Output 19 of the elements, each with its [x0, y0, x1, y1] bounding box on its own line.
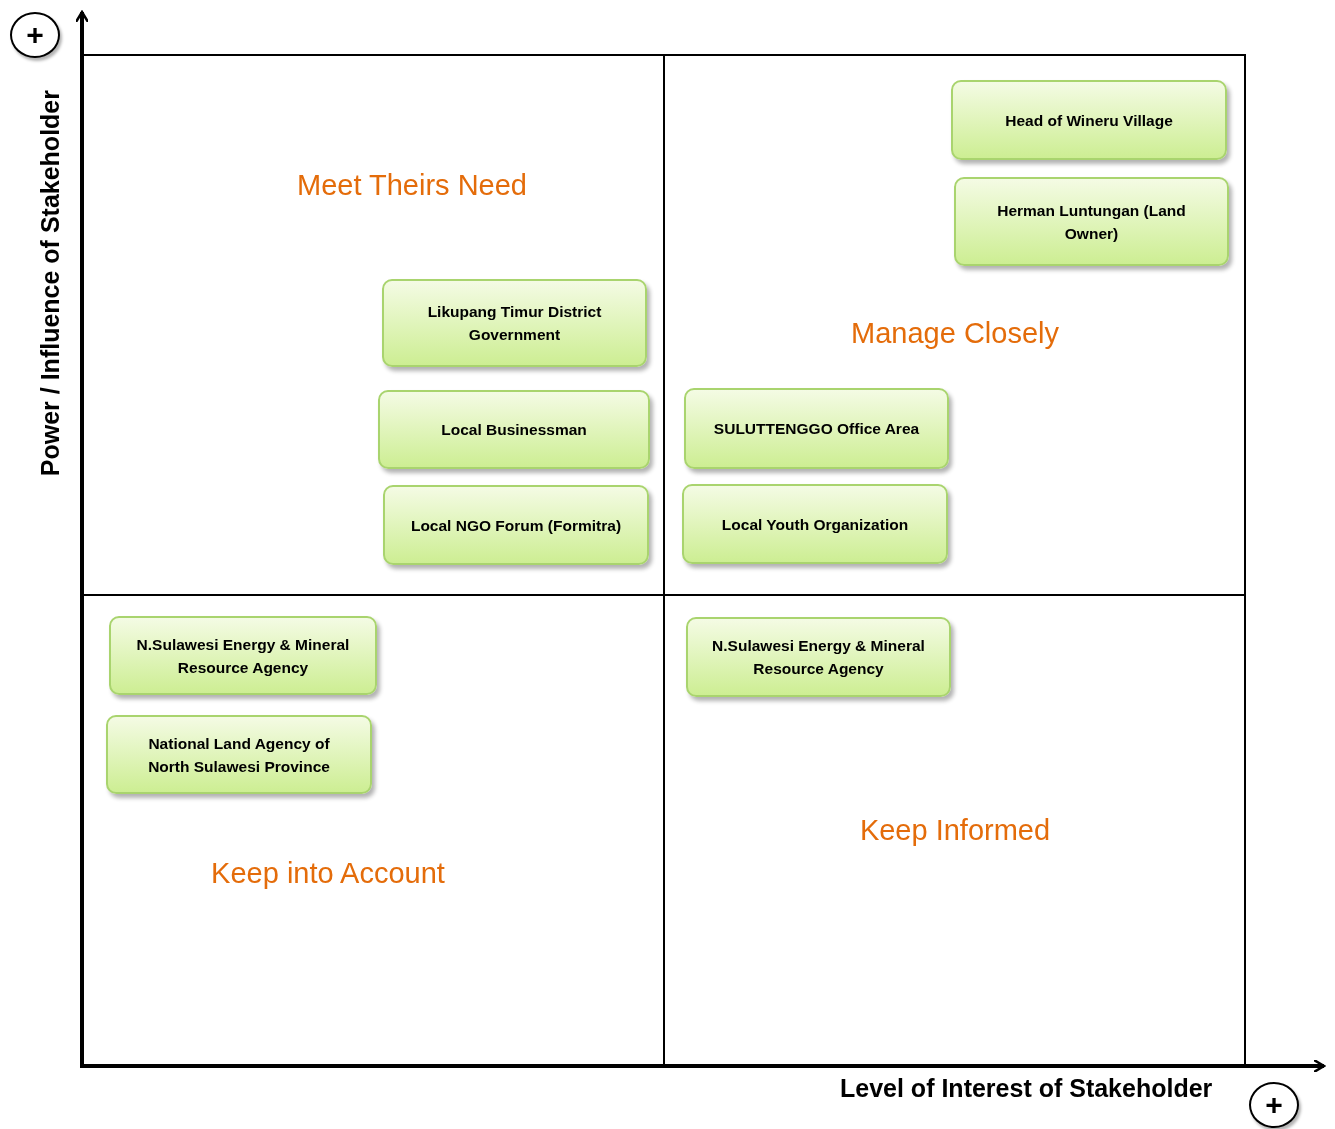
stakeholder-box: Herman Luntungan (Land Owner) [954, 177, 1229, 266]
stakeholder-box: N.Sulawesi Energy & Mineral Resource Agency [109, 616, 377, 695]
stakeholder-box: Head of Wineru Village [951, 80, 1227, 160]
stakeholder-box: SULUTTENGGO Office Area [684, 388, 949, 469]
quadrant-panel [663, 54, 1246, 596]
quadrant-title: Keep Informed [859, 813, 1051, 847]
axis-title: Level of Interest of Stakeholder [840, 1074, 1213, 1103]
stakeholder-box: N.Sulawesi Energy & Mineral Resource Agency [686, 617, 951, 697]
quadrant-title: Keep into Account [211, 856, 445, 890]
stakeholder-box: National Land Agency of North Sulawesi Province [106, 715, 372, 794]
quadrant-title: Manage Closely [851, 316, 1059, 350]
stakeholder-box: Likupang Timur District Government [382, 279, 647, 367]
stakeholder-box: Local Youth Organization [682, 484, 948, 564]
stakeholder-box: Local Businessman [378, 390, 650, 469]
stakeholder-box: Local NGO Forum (Formitra) [383, 485, 649, 565]
axis-title: Power / Influence of Stakeholder [36, 90, 65, 477]
quadrant-title: Meet Theirs Need [297, 168, 527, 202]
plus-sign: + [10, 12, 60, 58]
plus-sign: + [1249, 1082, 1299, 1128]
